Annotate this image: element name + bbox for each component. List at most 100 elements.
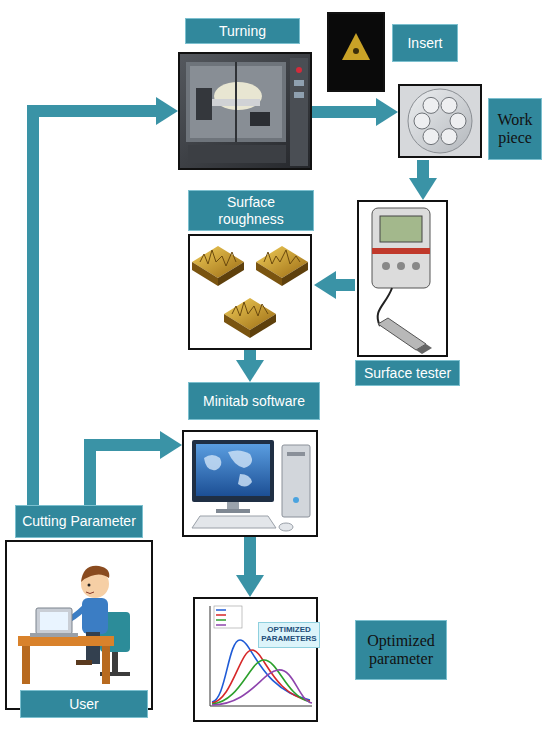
lathe-photo bbox=[235, 62, 237, 142]
workpiece-photo bbox=[414, 113, 430, 129]
workpiece-photo bbox=[423, 97, 439, 113]
photo-frame bbox=[327, 12, 385, 92]
step-label: Surface tester bbox=[355, 360, 460, 386]
photo-frame bbox=[193, 597, 318, 722]
process-step: Work piece bbox=[398, 84, 542, 160]
roughness-plots bbox=[188, 234, 312, 350]
optimization-chart bbox=[216, 609, 226, 611]
flow-arrow bbox=[90, 445, 160, 505]
user-illustration bbox=[30, 633, 78, 637]
surface-tester-photo bbox=[397, 262, 405, 270]
optimization-chart bbox=[193, 597, 318, 722]
photo-frame bbox=[178, 52, 312, 170]
process-step: Surface roughness bbox=[188, 190, 314, 350]
step-label: User bbox=[20, 690, 148, 718]
process-step: Turning bbox=[178, 18, 312, 170]
user-illustration bbox=[18, 636, 114, 646]
photo-frame bbox=[188, 234, 312, 350]
computer-illustration bbox=[238, 474, 252, 487]
user-illustration bbox=[81, 566, 109, 582]
step-text: Turning bbox=[219, 23, 266, 39]
workpiece-photo bbox=[408, 89, 472, 153]
user-illustration bbox=[102, 646, 110, 684]
user-illustration bbox=[88, 584, 91, 587]
user-illustration bbox=[82, 598, 108, 634]
step-text: Insert bbox=[407, 35, 442, 51]
computer-illustration bbox=[216, 509, 250, 513]
photo-frame bbox=[5, 540, 153, 710]
lathe-photo bbox=[186, 62, 286, 142]
user-illustration bbox=[22, 646, 30, 684]
roughness-plots bbox=[218, 262, 244, 286]
flow-arrow bbox=[244, 350, 256, 360]
step-text: Surface tester bbox=[364, 365, 451, 381]
optimization-chart bbox=[214, 606, 242, 628]
step-text: User bbox=[69, 696, 99, 712]
step-label: Turning bbox=[185, 18, 300, 44]
user-illustration bbox=[5, 540, 153, 710]
process-step: Optimized parameter bbox=[193, 597, 447, 722]
computer-illustration bbox=[182, 430, 318, 537]
insert-photo bbox=[327, 12, 385, 92]
user-illustration bbox=[112, 652, 118, 674]
optimization-chart bbox=[210, 606, 211, 706]
step-text: Surface roughness bbox=[194, 194, 308, 226]
computer-illustration bbox=[182, 430, 318, 537]
photo-frame bbox=[357, 200, 448, 357]
surface-tester-photo bbox=[380, 216, 422, 242]
optimization-chart bbox=[193, 597, 318, 722]
computer-illustration bbox=[192, 440, 274, 502]
roughness-plots bbox=[264, 250, 300, 264]
computer-illustration bbox=[279, 523, 293, 531]
step-text: Cutting Parameter bbox=[22, 513, 136, 529]
surface-tester-photo bbox=[416, 344, 432, 354]
roughness-plots bbox=[232, 302, 268, 316]
computer-illustration bbox=[204, 455, 221, 470]
photo-frame bbox=[398, 84, 482, 158]
computer-illustration bbox=[293, 497, 299, 503]
workpiece-photo bbox=[398, 84, 482, 158]
optimization-chart bbox=[216, 619, 226, 621]
flow-arrow bbox=[336, 279, 355, 291]
user-illustration bbox=[86, 592, 94, 594]
chart-callout: OPTIMIZED PARAMETERS bbox=[258, 622, 320, 648]
process-step: Insert bbox=[327, 12, 458, 92]
step-text: Minitab software bbox=[203, 393, 305, 409]
user-illustration bbox=[5, 540, 153, 710]
step-label: Work piece bbox=[488, 98, 542, 160]
computer-illustration bbox=[196, 444, 270, 496]
surface-tester-photo bbox=[372, 248, 430, 254]
surface-tester-photo bbox=[378, 318, 426, 350]
lathe-photo bbox=[296, 67, 302, 73]
chart-text: OPTIMIZED PARAMETERS bbox=[261, 626, 317, 644]
step-label: Cutting Parameter bbox=[15, 505, 143, 538]
surface-tester-photo bbox=[357, 200, 448, 357]
roughness-plots bbox=[200, 250, 236, 266]
roughness-plots bbox=[188, 234, 312, 350]
process-step: User bbox=[5, 540, 153, 718]
lathe-photo bbox=[290, 58, 308, 166]
surface-tester-photo bbox=[357, 200, 448, 357]
workpiece-photo bbox=[441, 129, 457, 145]
workpiece-photo bbox=[450, 113, 466, 129]
lathe-photo bbox=[178, 52, 312, 170]
optimization-chart bbox=[212, 650, 310, 703]
step-text: Work piece bbox=[494, 111, 536, 148]
process-step: Minitab software bbox=[182, 382, 320, 537]
lathe-photo bbox=[178, 52, 312, 170]
roughness-plots bbox=[250, 314, 276, 338]
computer-illustration bbox=[287, 452, 305, 456]
optimization-chart bbox=[216, 614, 226, 616]
roughness-plots bbox=[224, 314, 250, 338]
insert-photo bbox=[342, 33, 370, 60]
lathe-photo bbox=[250, 112, 270, 126]
step-label: Optimized parameter bbox=[355, 620, 447, 680]
surface-tester-photo bbox=[372, 208, 430, 288]
computer-illustration bbox=[282, 445, 310, 517]
workpiece-photo bbox=[423, 129, 439, 145]
insert-photo bbox=[353, 48, 359, 54]
